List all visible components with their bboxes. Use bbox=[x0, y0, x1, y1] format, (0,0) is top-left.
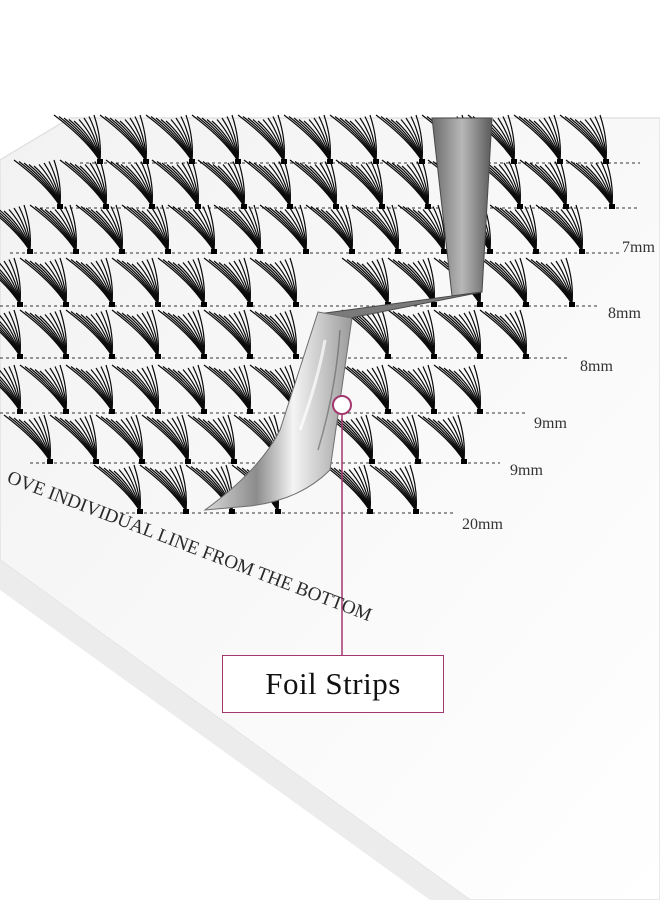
lash-fan bbox=[0, 364, 23, 414]
lash-fan bbox=[535, 204, 585, 254]
length-label: 8mm bbox=[580, 358, 613, 375]
lash-fan bbox=[13, 159, 63, 209]
lash-fan bbox=[323, 464, 373, 514]
lash-fan bbox=[49, 414, 99, 464]
lash-fan bbox=[335, 159, 385, 209]
lash-fan bbox=[0, 309, 23, 359]
lash-fan bbox=[99, 114, 149, 164]
lash-fan bbox=[0, 257, 23, 307]
lash-fan bbox=[243, 159, 293, 209]
lash-fan bbox=[75, 204, 125, 254]
lash-fan bbox=[3, 414, 53, 464]
lash-fan bbox=[29, 204, 79, 254]
lash-fan bbox=[53, 114, 103, 164]
lash-fan bbox=[203, 309, 253, 359]
lash-fan bbox=[157, 309, 207, 359]
lash-fan bbox=[341, 364, 391, 414]
lash-fan bbox=[187, 414, 237, 464]
lash-strip-rows bbox=[0, 114, 640, 514]
lash-fan bbox=[249, 257, 299, 307]
lash-fan bbox=[305, 204, 355, 254]
lash-fan bbox=[65, 309, 115, 359]
lash-fan bbox=[351, 204, 401, 254]
lash-fan bbox=[519, 159, 569, 209]
lash-fan bbox=[19, 364, 69, 414]
lash-fan bbox=[95, 414, 145, 464]
lash-fan bbox=[325, 414, 375, 464]
lash-fan bbox=[525, 257, 575, 307]
lash-fan bbox=[213, 204, 263, 254]
lash-fan bbox=[371, 414, 421, 464]
lash-fan bbox=[157, 257, 207, 307]
lash-fan bbox=[203, 364, 253, 414]
length-label: 9mm bbox=[510, 462, 543, 479]
lash-fan bbox=[565, 159, 615, 209]
lash-fan bbox=[111, 309, 161, 359]
tweezer bbox=[317, 117, 493, 321]
lash-fan bbox=[513, 114, 563, 164]
length-label: 7mm bbox=[622, 239, 655, 256]
lash-fan bbox=[329, 114, 379, 164]
lash-fan bbox=[559, 114, 609, 164]
lash-fan bbox=[479, 309, 529, 359]
lash-fan bbox=[157, 364, 207, 414]
lash-fan bbox=[167, 204, 217, 254]
lash-fan bbox=[59, 159, 109, 209]
lash-fan bbox=[433, 309, 483, 359]
lash-fan bbox=[387, 309, 437, 359]
foil-strip bbox=[203, 311, 353, 511]
length-label: 20mm bbox=[462, 516, 503, 533]
lash-fan bbox=[417, 414, 467, 464]
lash-fan bbox=[19, 309, 69, 359]
lash-fan bbox=[65, 257, 115, 307]
lash-fan bbox=[151, 159, 201, 209]
lash-fan bbox=[259, 204, 309, 254]
length-label-group: 7mm 8mm 8mm 9mm 9mm 20mm bbox=[462, 239, 655, 533]
lash-fan bbox=[283, 114, 333, 164]
lash-fan bbox=[105, 159, 155, 209]
lash-fan bbox=[111, 364, 161, 414]
lash-fan bbox=[369, 464, 419, 514]
lash-fan bbox=[381, 159, 431, 209]
lash-fan bbox=[203, 257, 253, 307]
length-label: 8mm bbox=[608, 305, 641, 322]
lash-fan bbox=[249, 309, 299, 359]
lash-fan bbox=[111, 257, 161, 307]
lash-fan bbox=[397, 204, 447, 254]
callout-label: Foil Strips bbox=[265, 666, 401, 701]
lash-fan bbox=[0, 204, 33, 254]
lash-fan bbox=[489, 204, 539, 254]
lash-fan bbox=[289, 159, 339, 209]
lash-fan bbox=[479, 257, 529, 307]
lash-fan bbox=[197, 159, 247, 209]
tray-edge bbox=[0, 560, 470, 900]
length-label: 9mm bbox=[534, 415, 567, 432]
callout-box: Foil Strips bbox=[222, 655, 444, 713]
lash-fan bbox=[141, 414, 191, 464]
lash-fan bbox=[65, 364, 115, 414]
lash-fan bbox=[19, 257, 69, 307]
lash-fan bbox=[473, 159, 523, 209]
lash-fan bbox=[191, 114, 241, 164]
lash-fan bbox=[121, 204, 171, 254]
callout-marker bbox=[332, 395, 352, 415]
lash-fan bbox=[93, 464, 143, 514]
lash-fan bbox=[139, 464, 189, 514]
lash-fan bbox=[387, 364, 437, 414]
lash-fan bbox=[237, 114, 287, 164]
lash-fan bbox=[433, 364, 483, 414]
